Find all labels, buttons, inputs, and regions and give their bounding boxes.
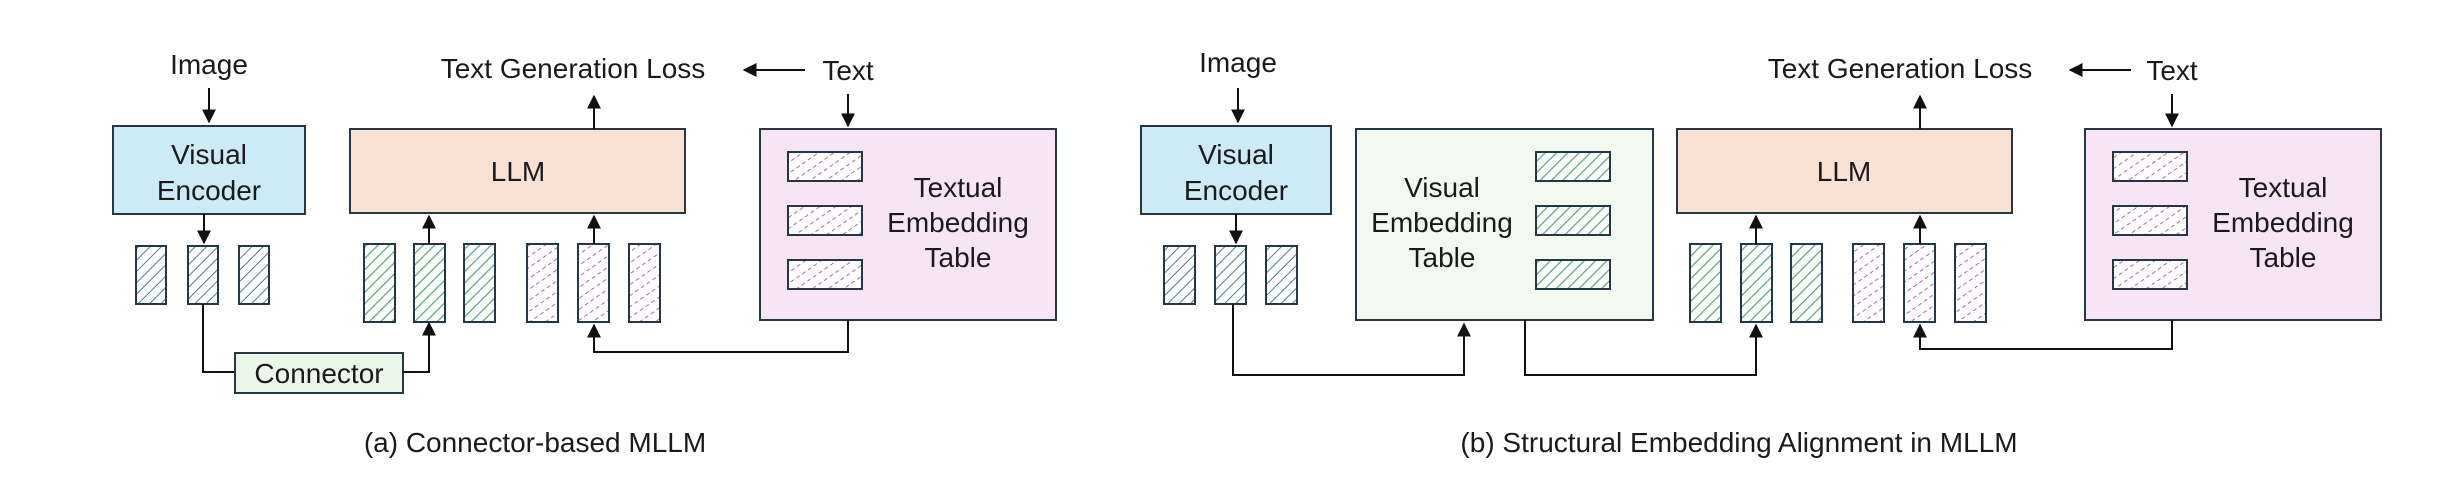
visual-table-line1: Visual — [1404, 172, 1480, 203]
textual-table-line1: Textual — [914, 172, 1003, 203]
projected-visual-token — [413, 243, 446, 323]
text-token — [577, 243, 610, 323]
text-token — [1903, 243, 1936, 323]
text-label: Text — [822, 55, 874, 86]
visual-token — [187, 245, 219, 305]
visual-encoder-box — [1140, 125, 1332, 215]
token-to-connector-wire — [202, 304, 235, 373]
visual-encoder-line2: Encoder — [157, 175, 261, 206]
text-token — [526, 243, 559, 323]
textual-table-line1: Textual — [2239, 172, 2328, 203]
visual-encoder-box — [112, 125, 306, 215]
visual-token — [238, 245, 270, 305]
textual-table-line2: Embedding — [887, 207, 1029, 238]
embedding-row — [2112, 259, 2188, 290]
embedding-row — [1535, 259, 1611, 290]
embedding-row — [787, 151, 863, 182]
embedding-row — [2112, 205, 2188, 236]
visual-embedding-token — [1790, 243, 1823, 323]
visual-table-line3: Table — [1409, 242, 1476, 273]
visual-embedding-token — [1740, 243, 1773, 323]
embedding-row — [1535, 205, 1611, 236]
loss-label: Text Generation Loss — [441, 53, 706, 84]
panel-b: Image Visual Encoder Visual Embedding Ta… — [1140, 47, 2382, 458]
llm-box — [349, 128, 686, 214]
table-to-text-tokens-wire — [587, 320, 849, 353]
llm-box — [1676, 128, 2013, 214]
textual-table-line2: Embedding — [2212, 207, 2354, 238]
projected-visual-token — [363, 243, 396, 323]
textual-table-line3: Table — [2250, 242, 2317, 273]
visual-token — [135, 245, 167, 305]
visual-table-to-tokens-wire — [1524, 320, 1763, 376]
embedding-row — [787, 205, 863, 236]
visual-embedding-token — [1689, 243, 1722, 323]
embedding-row — [1535, 151, 1611, 182]
panel-a: Image Visual Encoder Connector LLM Text … — [112, 49, 1057, 458]
caption-a: (a) Connector-based MLLM — [364, 427, 706, 458]
caption-b: (b) Structural Embedding Alignment in ML… — [1460, 427, 2017, 458]
text-token — [1954, 243, 1987, 323]
connector-label: Connector — [254, 358, 383, 389]
visual-encoder-line1: Visual — [1198, 139, 1274, 170]
image-label: Image — [170, 49, 248, 80]
loss-label: Text Generation Loss — [1768, 53, 2033, 84]
visual-encoder-line1: Visual — [171, 139, 247, 170]
textual-table-line3: Table — [925, 242, 992, 273]
table-to-text-tokens-wire — [1913, 320, 2173, 350]
visual-token — [1163, 245, 1196, 305]
llm-label: LLM — [1817, 156, 1871, 187]
text-label: Text — [2146, 55, 2198, 86]
visual-token — [1265, 245, 1298, 305]
embedding-row — [2112, 151, 2188, 182]
visual-encoder-line2: Encoder — [1184, 175, 1288, 206]
visual-table-line2: Embedding — [1371, 207, 1513, 238]
tokens-to-visual-table-wire — [1232, 304, 1471, 376]
text-token — [628, 243, 661, 323]
embedding-row — [787, 259, 863, 290]
projected-visual-token — [463, 243, 496, 323]
connector-to-token-wire — [403, 321, 436, 373]
text-token — [1852, 243, 1885, 323]
llm-label: LLM — [491, 156, 545, 187]
visual-token — [1214, 245, 1247, 305]
image-label: Image — [1199, 47, 1277, 78]
